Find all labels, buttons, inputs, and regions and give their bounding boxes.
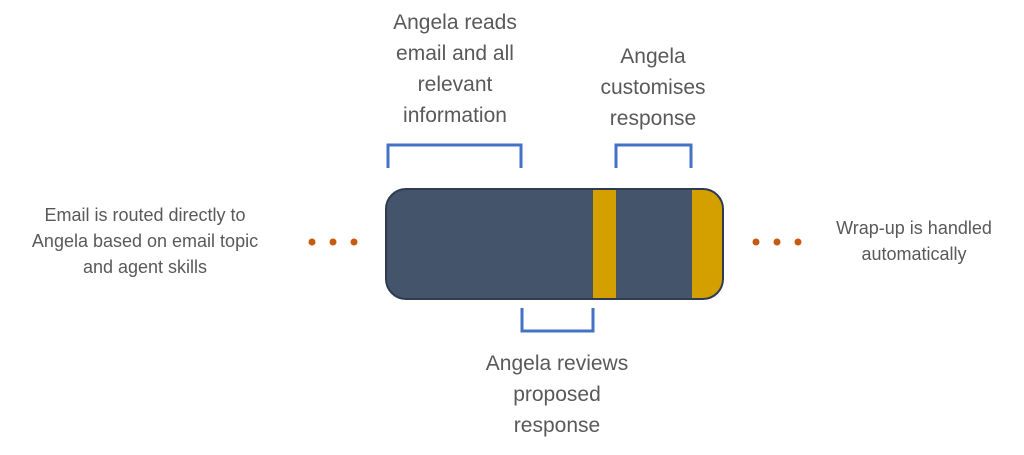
reads-bracket	[386, 143, 523, 168]
wrapup-label: Wrap-up is handled automatically	[836, 218, 992, 264]
customises-bracket	[614, 143, 693, 168]
reads-label: Angela reads email and all relevant info…	[393, 11, 517, 127]
wrapup-segment	[692, 190, 722, 298]
routing-label: Email is routed directly to Angela based…	[31, 205, 259, 277]
review-segment	[593, 190, 616, 298]
reviews-bracket	[520, 308, 595, 333]
right-ellipsis	[752, 238, 802, 246]
process-bar	[385, 188, 724, 300]
ellipsis-dot	[794, 238, 802, 246]
ellipsis-dot	[308, 238, 316, 246]
ellipsis-dot	[350, 238, 358, 246]
reviews-label: Angela reviews proposed response	[485, 352, 629, 437]
ellipsis-dot	[329, 238, 337, 246]
process-bar-body	[385, 188, 724, 300]
customises-label: Angela customises response	[600, 45, 706, 130]
ellipsis-dot	[773, 238, 781, 246]
ellipsis-dot	[752, 238, 760, 246]
left-ellipsis	[308, 238, 358, 246]
